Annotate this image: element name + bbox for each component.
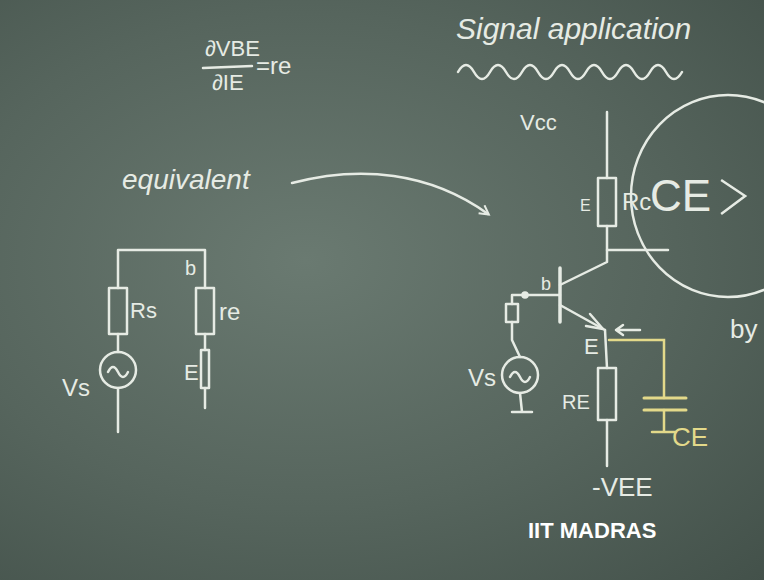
source-label: Vs (468, 366, 496, 390)
wire (606, 420, 609, 466)
wire (512, 393, 532, 412)
node-dot (523, 293, 528, 298)
supply-label: Vcc (520, 112, 557, 134)
wire (560, 226, 607, 285)
wire (118, 250, 205, 288)
signal-wave (458, 65, 682, 79)
wire (512, 322, 520, 357)
source-tilde (510, 372, 530, 382)
terminal-label: E (580, 198, 591, 214)
terminal-label: b (541, 275, 551, 293)
formula-numerator: ∂VBE (205, 38, 260, 60)
node-text: CE (650, 174, 711, 218)
resistor-symbol (196, 288, 214, 334)
resistor-label: Rs (130, 300, 157, 322)
resistor-label: RE (562, 392, 590, 412)
resistor-symbol (201, 350, 209, 388)
source-symbol (502, 357, 538, 393)
current-arrow (616, 325, 640, 335)
resistor-symbol (598, 368, 616, 420)
source-tilde (108, 367, 128, 377)
watermark: IIT MADRAS (528, 520, 656, 542)
source-symbol (100, 352, 136, 388)
capacitor-symbol (644, 398, 686, 410)
resistor-label: Rc (622, 190, 651, 214)
formula-result: =re (256, 54, 291, 78)
capacitor-wire (609, 340, 664, 398)
resistor-symbol (598, 178, 616, 226)
wire (605, 330, 607, 368)
transistor-emitter (560, 305, 605, 330)
wire (512, 295, 560, 304)
wire (204, 334, 207, 408)
leader-arrow (292, 174, 488, 214)
terminal-label: E (584, 336, 599, 358)
supply-label: -VEE (592, 474, 653, 500)
terminal-label: b (185, 258, 196, 278)
wire (606, 112, 609, 178)
resistor-symbol (506, 304, 518, 322)
source-label: Vs (62, 376, 90, 400)
emitter-arrow (586, 314, 603, 329)
output-wire (607, 249, 668, 252)
terminal-label: E (184, 362, 199, 384)
annotation-text: equivalent (122, 166, 250, 194)
annotation-title: Signal application (456, 14, 691, 44)
formula-denominator: ∂IE (212, 72, 244, 94)
wire (117, 388, 120, 432)
resistor-label: re (219, 300, 240, 324)
fraction-bar (203, 66, 252, 68)
capacitor-label: CE (672, 424, 708, 450)
resistor-symbol (109, 288, 127, 334)
annotation-text: by (730, 316, 757, 342)
wire (117, 334, 120, 352)
